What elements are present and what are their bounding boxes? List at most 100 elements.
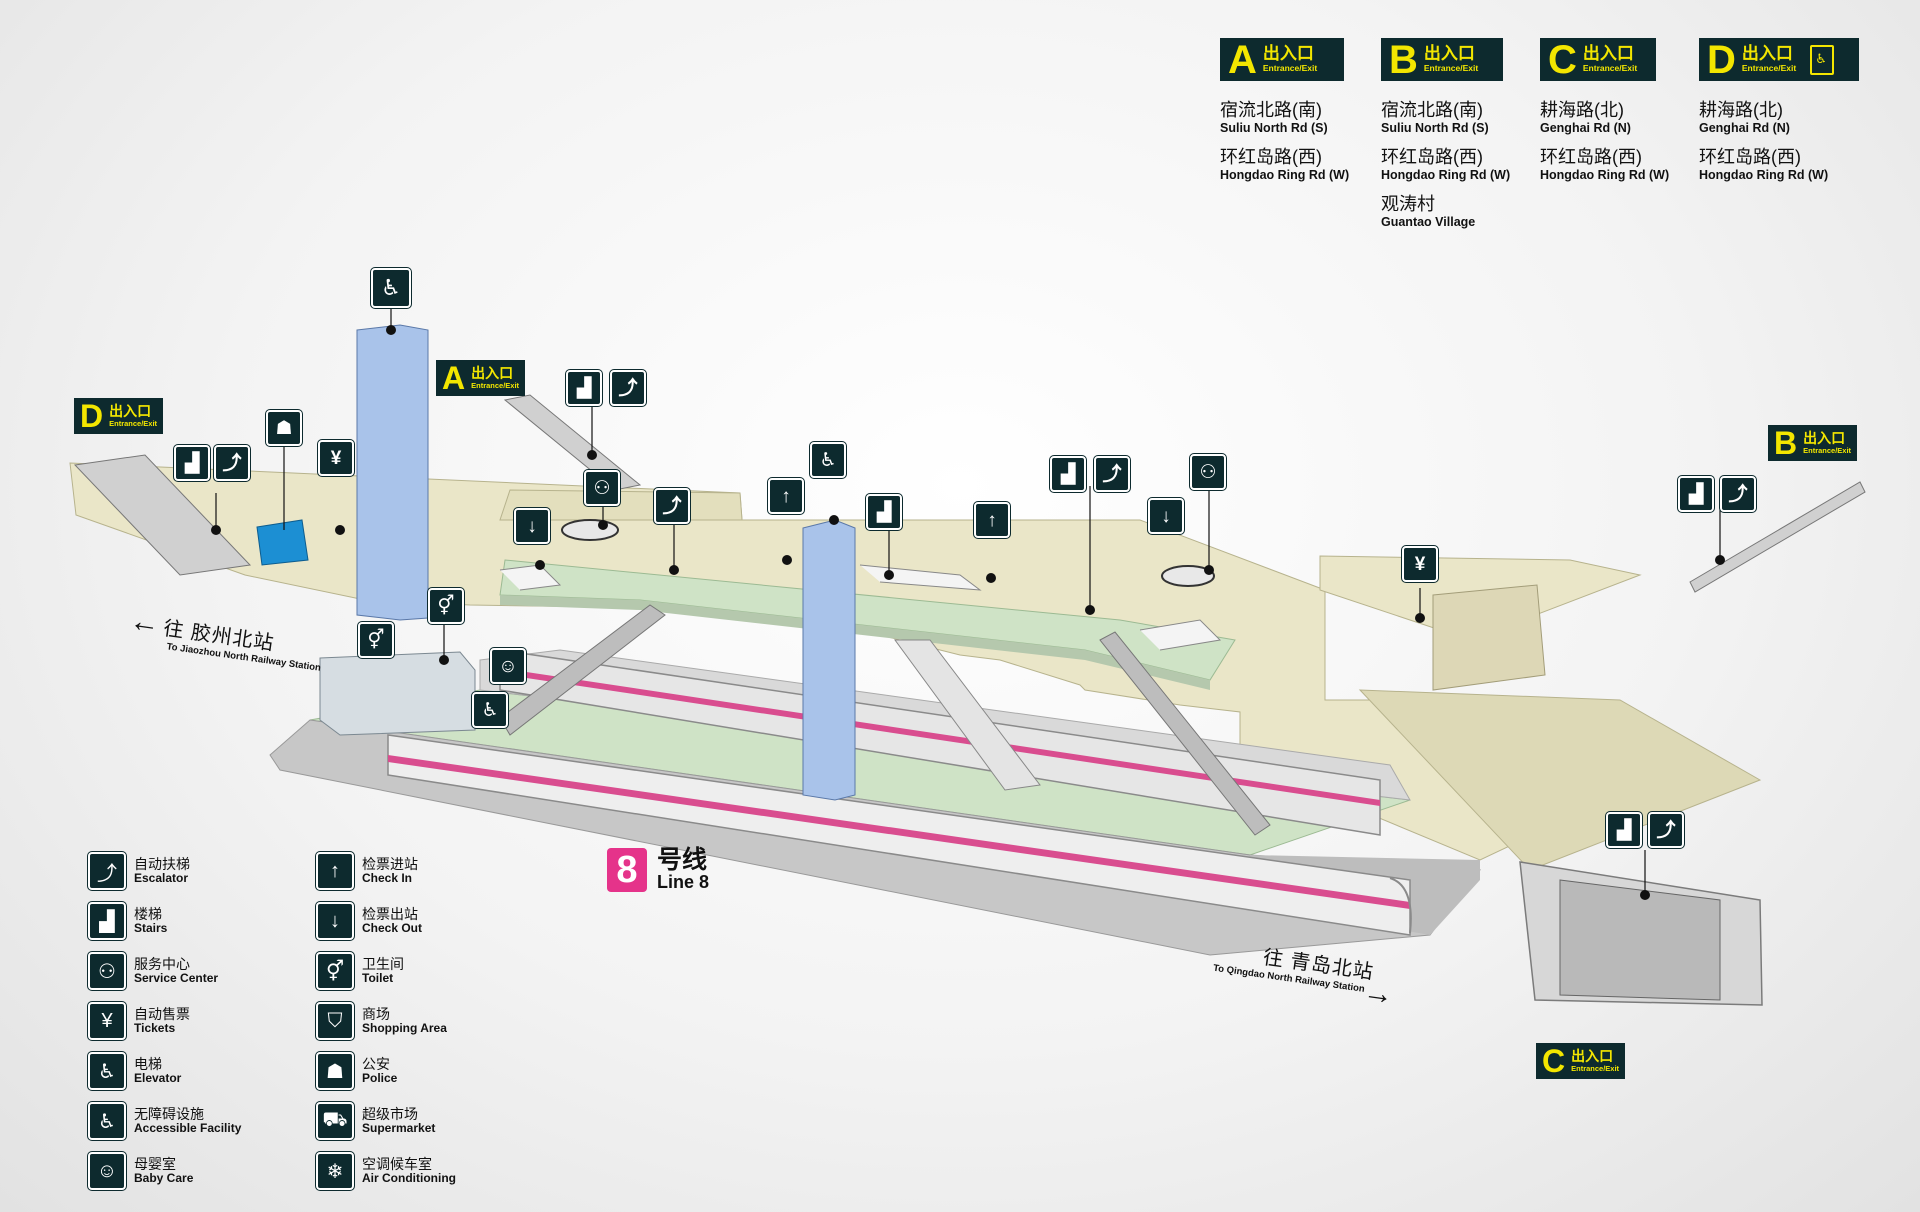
legend-label-en: Check In xyxy=(362,871,413,886)
stairs-icon: ▟ xyxy=(1049,455,1087,493)
toilet-icon: ⚥ xyxy=(315,951,355,991)
elevator-shaft-tall xyxy=(356,324,429,621)
check-in-icon: ↑ xyxy=(767,477,805,515)
escalator-platform-right xyxy=(1099,631,1271,836)
escalator-icon: ⤴ xyxy=(1719,475,1757,513)
street-item: 宿流北路(南)Suliu North Rd (S) xyxy=(1381,100,1541,135)
exit-a-streets: 宿流北路(南)Suliu North Rd (S) 环红岛路(西)Hongdao … xyxy=(1220,100,1380,194)
exit-letter: C xyxy=(1548,37,1577,82)
service-center-icon: ⚇ xyxy=(1189,453,1227,491)
street-name-cn: 宿流北路(南) xyxy=(1220,100,1322,120)
police-icon: ☗ xyxy=(315,1051,355,1091)
legend-label-cn: 商场 xyxy=(362,1006,390,1023)
check-out-icon: ↓ xyxy=(513,507,551,545)
legend-label-cn: 超级市场 xyxy=(362,1106,418,1123)
line-label-cn: 号线 xyxy=(657,846,708,874)
check-out-icon: ↓ xyxy=(315,901,355,941)
legend-label-cn: 自动售票 xyxy=(134,1006,190,1023)
exit-label-en: Entrance/Exit xyxy=(1423,63,1479,74)
street-name-cn: 环红岛路(西) xyxy=(1540,147,1642,168)
stairs-icon: ▟ xyxy=(173,444,211,482)
stairs-icon: ▟ xyxy=(1677,475,1715,513)
legend-label-cn: 楼梯 xyxy=(134,906,162,923)
exit-d-streets: 耕海路(北)Genghai Rd (N)环红岛路(西)Hongdao Ring … xyxy=(1699,100,1859,194)
escalator-icon: ⤴ xyxy=(609,369,647,407)
exit-label-cn: 出入口 xyxy=(1582,44,1634,64)
shopping-icon: ⛉ xyxy=(315,1001,355,1041)
legend-label-en: Accessible Facility xyxy=(134,1121,242,1136)
exit-label-cn: 出入口 xyxy=(1741,44,1793,64)
baby-care-icon: ☺ xyxy=(87,1151,127,1191)
street-name-cn: 环红岛路(西) xyxy=(1381,147,1483,168)
gates-east xyxy=(1139,619,1222,651)
paid-area-edge xyxy=(500,595,1210,690)
legend-label-en: Elevator xyxy=(134,1071,182,1086)
legend-label-cn: 服务中心 xyxy=(134,956,190,973)
exit-letter: B xyxy=(1389,37,1418,82)
elevator-icon: ♿ xyxy=(370,267,412,309)
elevator-shaft-mid xyxy=(802,519,856,801)
street-item: 环红岛路(西)Hongdao Ring Rd (W) xyxy=(1699,147,1859,182)
concourse-east-slope xyxy=(1358,689,1762,871)
accessible-icon: ♿ xyxy=(87,1101,127,1141)
elevator-icon xyxy=(1810,44,1835,75)
street-item: 环红岛路(西)Hongdao Ring Rd (W) xyxy=(1220,147,1380,182)
street-name-en: Suliu North Rd (S) xyxy=(1220,120,1328,135)
train-front xyxy=(387,734,1412,936)
exit-a-escalator xyxy=(503,394,642,491)
exit-label-en: Entrance/Exit xyxy=(1262,63,1318,74)
toilet-icon: ⚥ xyxy=(357,621,395,659)
gates-west xyxy=(499,564,562,591)
escalator-icon: ⤴ xyxy=(1647,811,1685,849)
street-name-cn: 环红岛路(西) xyxy=(1220,147,1322,168)
legend-label-cn: 公安 xyxy=(362,1056,390,1073)
escalator-icon: ⤴ xyxy=(653,487,691,525)
legend-label-en: Toilet xyxy=(362,971,394,986)
legend-label-cn: 无障碍设施 xyxy=(134,1106,204,1123)
east-room xyxy=(1432,584,1546,691)
legend-label-en: Service Center xyxy=(134,971,219,986)
legend-label-en: Supermarket xyxy=(362,1121,436,1136)
service-center-east xyxy=(1161,565,1215,587)
service-center-icon: ⚇ xyxy=(583,469,621,507)
tickets-icon: ¥ xyxy=(317,439,355,477)
line-badge: 8 号线 Line 8 xyxy=(607,847,709,893)
exit-letter: D xyxy=(1707,37,1736,82)
legend-label-cn: 空调候车室 xyxy=(362,1156,432,1173)
street-name-cn: 宿流北路(南) xyxy=(1381,100,1483,120)
check-in-icon: ↑ xyxy=(315,851,355,891)
service-center-west xyxy=(561,519,619,541)
street-name-en: Hongdao Ring Rd (W) xyxy=(1381,167,1511,182)
escalator-platform-left xyxy=(499,604,666,736)
street-name-en: Hongdao Ring Rd (W) xyxy=(1699,167,1829,182)
street-name-cn: 耕海路(北) xyxy=(1540,100,1624,120)
legend-label-cn: 电梯 xyxy=(134,1056,162,1073)
stairs-platform xyxy=(894,639,1041,791)
legend-label-cn: 自动扶梯 xyxy=(134,856,190,873)
street-name-cn: 环红岛路(西) xyxy=(1699,147,1801,168)
legend-label-cn: 检票出站 xyxy=(362,906,418,923)
elevator-icon: ♿ xyxy=(809,441,847,479)
exit-label-en: Entrance/Exit xyxy=(1741,63,1797,74)
legend-label-cn: 卫生间 xyxy=(362,956,404,973)
escalator-icon: ⤴ xyxy=(1093,455,1131,493)
legend-label-en: Shopping Area xyxy=(362,1021,447,1036)
